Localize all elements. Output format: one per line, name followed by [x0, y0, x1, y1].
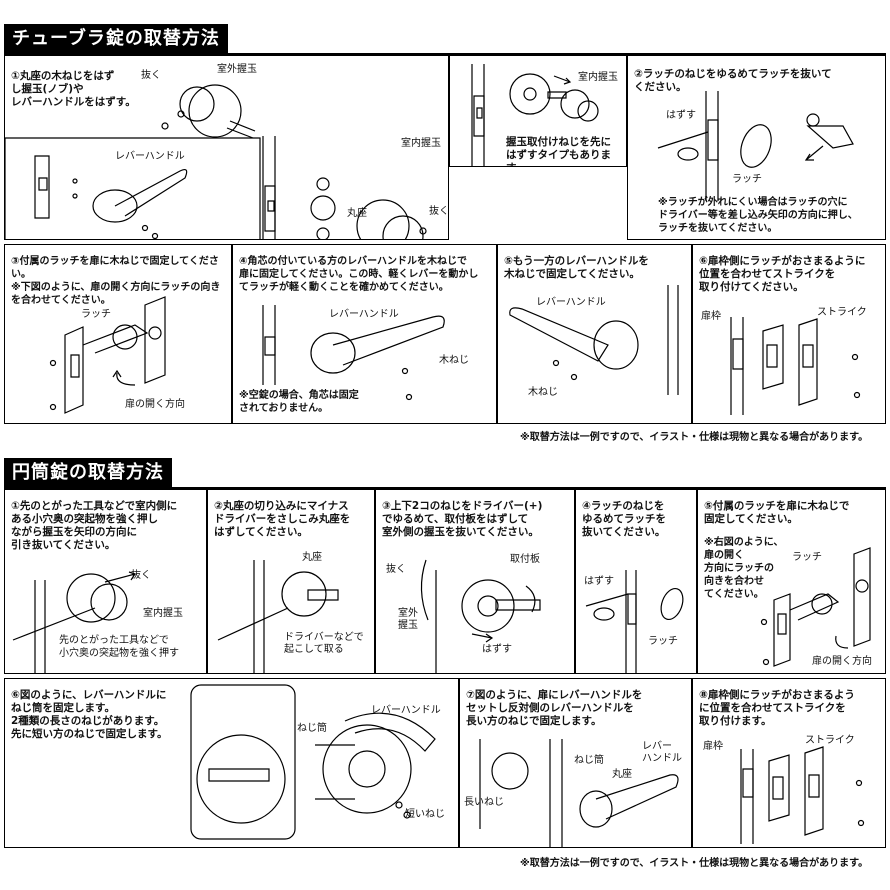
label: 木ねじ: [528, 387, 558, 398]
step-text: ③上下2コのねじをドライバー(+) でゆるめて、取付板をはずして 室外側の握玉を…: [382, 500, 543, 538]
tubular-step4-panel: ④角芯の付いている方のレバーハンドルを木ねじで 扉に固定してください。この時、軽…: [232, 244, 497, 424]
cyl-step2-panel: ②丸座の切り込みにマイナス ドライバーをさしこみ丸座を はずしてください。 丸座…: [207, 489, 375, 674]
strike-install-illustration: [693, 245, 886, 424]
lever-install-illustration: [233, 245, 497, 424]
step-text: ⑥扉枠側にラッチがおさまるように 位置を合わせてストライクを 取り付けてください…: [699, 255, 866, 293]
cyl-step8-panel: ⑧扉枠側にラッチがおさまるよう に位置を合わせてストライクを 取り付けます。 扉…: [692, 678, 886, 848]
label: 抜く: [386, 564, 406, 575]
step-text: ②丸座の切り込みにマイナス ドライバーをさしこみ丸座を はずしてください。: [214, 500, 351, 538]
label: 丸座: [612, 769, 632, 780]
label: 丸座: [302, 552, 322, 563]
tubular-footnote: ※取替方法は一例ですので、イラスト・仕様は現物と異なる場合があります。: [520, 432, 869, 443]
second-lever-illustration: [498, 245, 692, 424]
label: レバーハンドル: [115, 151, 185, 162]
cyl-step3-panel: ③上下2コのねじをドライバー(+) でゆるめて、取付板をはずして 室外側の握玉を…: [375, 489, 575, 674]
cyl-step4-panel: ④ラッチのねじを ゆるめてラッチを 抜いてください。 はずす ラッチ: [575, 489, 697, 674]
label: 扉枠: [703, 741, 723, 752]
label: 抜く: [141, 70, 161, 81]
label: レバーハンドル: [371, 705, 441, 716]
cyl-latch-removal-illustration: [576, 490, 697, 674]
lever-set-illustration: [460, 679, 692, 848]
label: ねじ筒: [574, 755, 604, 766]
tubular-step6-panel: ⑥扉枠側にラッチがおさまるように 位置を合わせてストライクを 取り付けてください…: [692, 244, 886, 424]
latch-removal-illustration: [628, 56, 886, 240]
step-note: ※ラッチが外れにくい場合はラッチの穴に ドライバー等を差し込み矢印の方向に押し、…: [658, 197, 858, 234]
inset-illustration: [450, 56, 627, 167]
screw-tube-illustration: [5, 679, 459, 848]
cyl-latch-install-illustration: [698, 490, 886, 674]
step-note: ※右図のように、 扉の開く 方向にラッチの 向きを合わせ てください。: [704, 537, 784, 600]
knob-removal-illustration: [5, 56, 449, 240]
step-text: ②ラッチのねじをゆるめてラッチを抜いて ください。: [634, 68, 832, 93]
step-text: ④角芯の付いている方のレバーハンドルを木ねじで 扉に固定してください。この時、軽…: [239, 256, 479, 293]
tubular-step2-panel: ②ラッチのねじをゆるめてラッチを抜いて ください。 はずす ラッチ ※ラッチが外…: [627, 55, 886, 240]
step-text: ③付属のラッチを扉に木ねじで固定してください。 ※下図のように、扉の開く方向にラ…: [11, 256, 221, 306]
cyl-step6-panel: ⑥図のように、レバーハンドルに ねじ筒を固定します。 2種類の長さのねじがありま…: [4, 678, 459, 848]
label: レバーハンドル: [329, 309, 399, 320]
label: 室外 握玉: [398, 608, 418, 631]
step-text: ①丸座の木ねじをはず し握玉(ノブ)や レバーハンドルをはずす。: [11, 70, 136, 108]
label: 長いねじ: [464, 797, 504, 808]
inset-text: 握玉取付けねじを先に はずすタイプもあります。: [506, 136, 611, 166]
step-text: ④ラッチのねじを ゆるめてラッチを 抜いてください。: [582, 500, 666, 538]
cyl-step7-panel: ⑦図のように、扉にレバーハンドルを セットし反対側のレバーハンドルを 長い方のね…: [459, 678, 692, 848]
label: ラッチ: [648, 636, 678, 647]
mounting-plate-illustration: [376, 490, 575, 674]
label: ドライバーなどで 起こして取る: [284, 632, 364, 655]
label: 室外握玉: [217, 64, 257, 75]
label: 木ねじ: [439, 355, 469, 366]
label: ストライク: [817, 307, 867, 318]
tubular-step5-panel: ⑤もう一方のレバーハンドルを 木ねじで固定してください。 レバーハンドル 木ねじ: [497, 244, 692, 424]
section-rule: [4, 487, 886, 489]
label: 扉枠: [701, 311, 721, 322]
label: 丸座: [347, 208, 367, 219]
cylindrical-footnote: ※取替方法は一例ですので、イラスト・仕様は現物と異なる場合があります。: [520, 858, 869, 869]
label: 室内握玉: [401, 138, 441, 149]
cyl-step1-panel: ①先のとがった工具などで室内側に ある小穴奥の突起物を強く押し ながら握玉を矢印…: [4, 489, 207, 674]
label: はずす: [666, 110, 696, 121]
latch-install-illustration: [5, 245, 232, 424]
step-note: 先のとがった工具などで 小穴奥の突起物を強く押す: [59, 635, 179, 659]
label: 室内握玉: [578, 72, 618, 83]
section-title-tubular: チューブラ錠の取替方法: [4, 24, 228, 54]
step-text: ⑥図のように、レバーハンドルに ねじ筒を固定します。 2種類の長さのねじがありま…: [11, 689, 168, 740]
label: 室内握玉: [143, 608, 183, 619]
tubular-step1-inset: 室内握玉 握玉取付けねじを先に はずすタイプもあります。: [449, 55, 627, 167]
label: はずす: [584, 576, 614, 587]
step-text: ⑦図のように、扉にレバーハンドルを セットし反対側のレバーハンドルを 長い方のね…: [466, 689, 643, 727]
step-text: ⑧扉枠側にラッチがおさまるよう に位置を合わせてストライクを 取り付けます。: [699, 689, 855, 727]
cyl-knob-removal-illustration: [5, 490, 207, 674]
label: 取付板: [510, 554, 540, 565]
section-title-cylindrical: 円筒錠の取替方法: [4, 458, 172, 488]
label: 扉の開く方向: [125, 399, 185, 410]
label: 扉の開く方向: [812, 656, 872, 667]
section-rule: [4, 53, 886, 55]
cyl-step5-panel: ⑤付属のラッチを扉に木ねじで 固定してください。 ※右図のように、 扉の開く 方…: [697, 489, 886, 674]
tubular-step3-panel: ③付属のラッチを扉に木ねじで固定してください。 ※下図のように、扉の開く方向にラ…: [4, 244, 232, 424]
label: 短いねじ: [405, 809, 445, 820]
label: ラッチ: [732, 174, 762, 185]
label: レバー ハンドル: [642, 741, 682, 764]
label: ラッチ: [81, 309, 111, 320]
label: はずす: [482, 644, 512, 655]
label: 抜く: [429, 206, 449, 217]
label: ラッチ: [792, 552, 822, 563]
label: ストライク: [805, 735, 855, 746]
step-text: ⑤もう一方のレバーハンドルを 木ねじで固定してください。: [504, 255, 649, 280]
label: 抜く: [131, 570, 151, 581]
rose-removal-illustration: [208, 490, 375, 674]
step-text: ⑤付属のラッチを扉に木ねじで 固定してください。: [704, 500, 850, 525]
step-note: ※空錠の場合、角芯は固定 されておりません。: [239, 390, 359, 414]
label: ねじ筒: [297, 723, 327, 734]
cyl-strike-install-illustration: [693, 679, 886, 848]
tubular-step1-panel: ①丸座の木ねじをはず し握玉(ノブ)や レバーハンドルをはずす。 抜く 室外握玉…: [4, 55, 449, 240]
step-text: ①先のとがった工具などで室内側に ある小穴奥の突起物を強く押し ながら握玉を矢印…: [11, 500, 178, 551]
label: レバーハンドル: [536, 297, 606, 308]
